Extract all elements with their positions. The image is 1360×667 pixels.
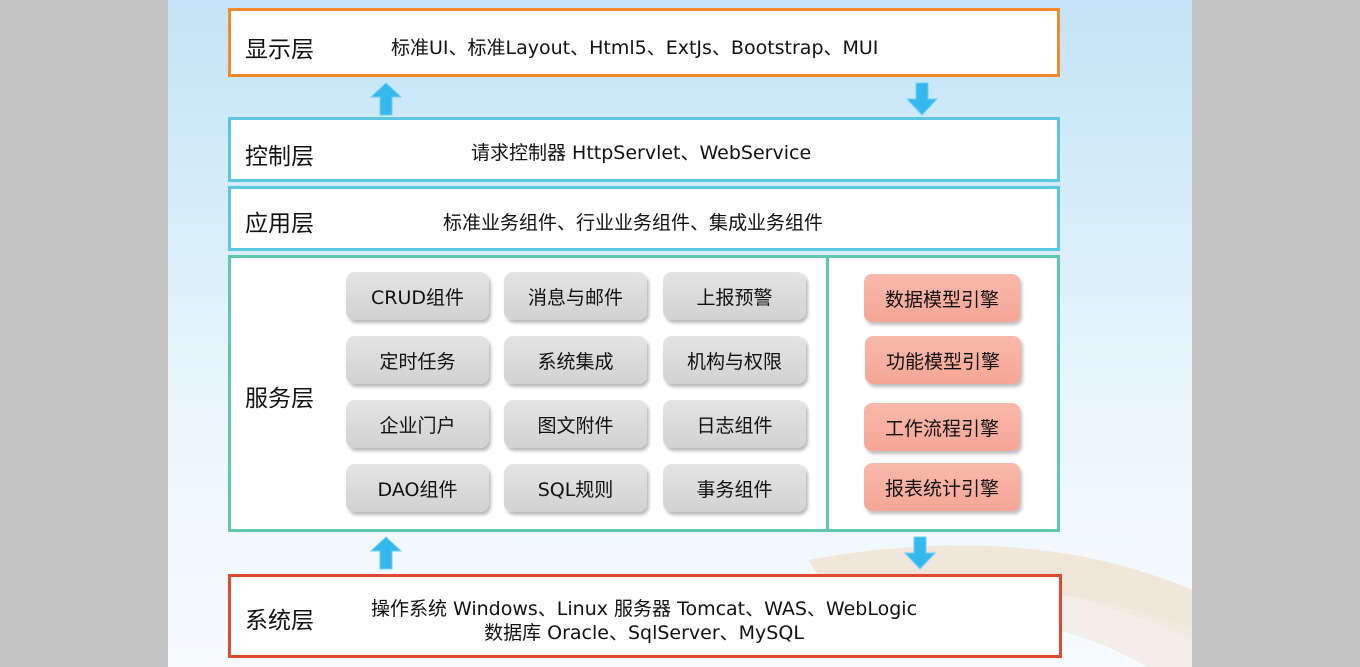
architecture-diagram: 显示层 标准UI、标准Layout、Html5、ExtJs、Bootstrap、… [168, 0, 1192, 667]
application-layer-description: 标准业务组件、行业业务组件、集成业务组件 [443, 212, 824, 234]
component-crud: CRUD组件 [346, 272, 489, 320]
system-layer-title: 系统层 [245, 608, 314, 634]
engine-data-model: 数据模型引擎 [864, 274, 1020, 322]
control-layer-description: 请求控制器 HttpServlet、WebService [471, 142, 812, 164]
component-org-permission: 机构与权限 [663, 336, 806, 384]
engine-workflow: 工作流程引擎 [864, 403, 1020, 451]
control-layer-title: 控制层 [245, 144, 314, 170]
component-logging: 日志组件 [663, 400, 806, 448]
display-layer-title: 显示层 [245, 37, 314, 63]
service-divider [826, 258, 829, 529]
engine-function-model: 功能模型引擎 [865, 336, 1021, 384]
application-layer-title: 应用层 [245, 211, 314, 237]
component-report-alert: 上报预警 [663, 272, 806, 320]
system-layer-line-2: 数据库 Oracle、SqlServer、MySQL [484, 622, 804, 644]
arrow-down-icon [906, 82, 938, 116]
component-scheduled-task: 定时任务 [346, 336, 489, 384]
engine-report-statistics: 报表统计引擎 [864, 463, 1020, 511]
component-dao: DAO组件 [346, 464, 489, 512]
system-layer-line-1: 操作系统 Windows、Linux 服务器 Tomcat、WAS、WebLog… [370, 598, 918, 620]
system-layer: 系统层 操作系统 Windows、Linux 服务器 Tomcat、WAS、We… [228, 574, 1062, 658]
service-layer: 服务层 CRUD组件 消息与邮件 上报预警 定时任务 系统集成 机构与权限 企业… [228, 255, 1060, 532]
component-enterprise-portal: 企业门户 [346, 400, 489, 448]
application-layer: 应用层 标准业务组件、行业业务组件、集成业务组件 [228, 186, 1060, 251]
component-sql-rules: SQL规则 [504, 464, 647, 512]
component-transaction: 事务组件 [663, 464, 806, 512]
arrow-up-icon [370, 82, 402, 116]
arrow-up-icon [370, 536, 402, 570]
component-message-mail: 消息与邮件 [504, 272, 647, 320]
control-layer: 控制层 请求控制器 HttpServlet、WebService [228, 117, 1060, 182]
component-system-integration: 系统集成 [504, 336, 647, 384]
arrow-down-icon [904, 536, 936, 570]
display-layer: 显示层 标准UI、标准Layout、Html5、ExtJs、Bootstrap、… [228, 8, 1060, 77]
display-layer-description: 标准UI、标准Layout、Html5、ExtJs、Bootstrap、MUI [391, 37, 879, 59]
service-layer-title: 服务层 [245, 386, 314, 412]
component-attachments: 图文附件 [504, 400, 647, 448]
